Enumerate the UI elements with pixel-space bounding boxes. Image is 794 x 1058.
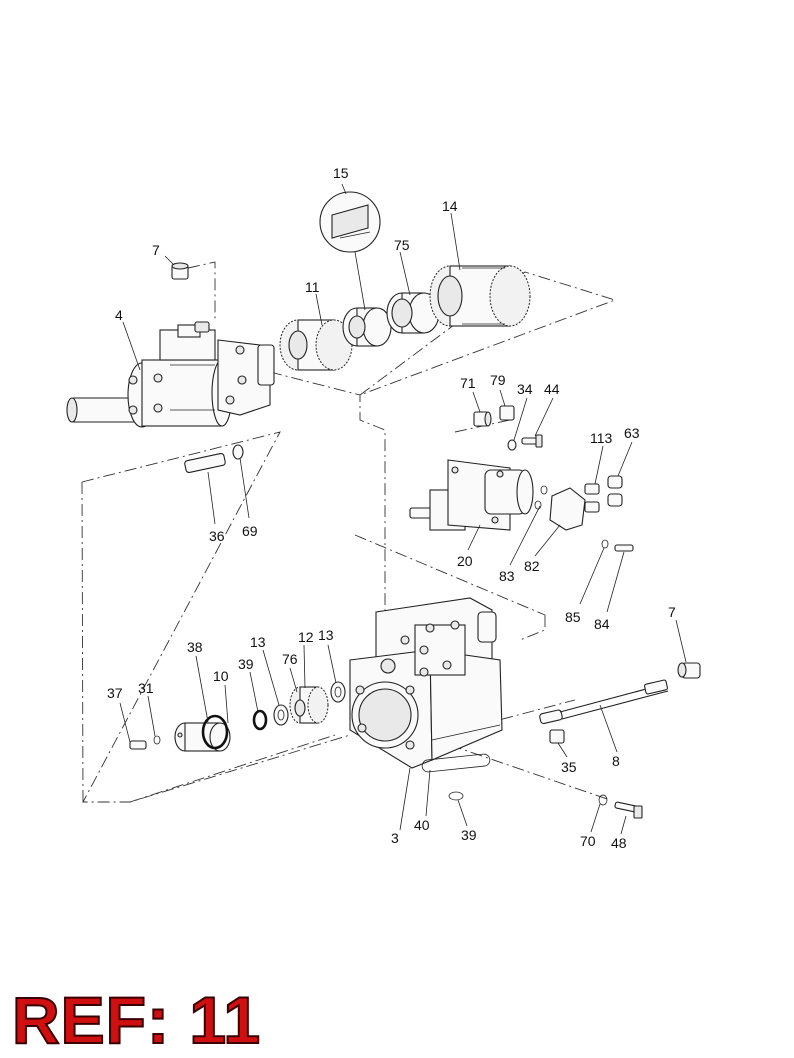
callout-11: 11 xyxy=(305,279,320,295)
callout-79: 79 xyxy=(490,372,506,388)
part-83-o-rings xyxy=(534,485,548,510)
part-75-ring xyxy=(386,292,440,334)
part-79-fitting xyxy=(499,405,515,421)
callout-63: 63 xyxy=(624,425,640,441)
callout-84: 84 xyxy=(594,616,610,632)
part-20-motor xyxy=(409,459,534,531)
part-34-washer xyxy=(507,439,517,451)
callout-40: 40 xyxy=(414,817,430,833)
callout-48: 48 xyxy=(611,835,627,851)
part-63-caps xyxy=(607,475,623,507)
part-38-o-ring xyxy=(201,714,229,750)
callout-8: 8 xyxy=(612,753,620,769)
part-82-valve-block xyxy=(549,487,586,531)
callout-39-left: 39 xyxy=(238,656,254,672)
part-15-bushing xyxy=(342,307,392,347)
callout-10: 10 xyxy=(213,668,229,684)
part-14-spline-gear xyxy=(429,265,531,327)
part-69-washer xyxy=(232,444,244,460)
callout-38: 38 xyxy=(187,639,203,655)
part-11-spline-sleeve xyxy=(279,319,353,371)
callout-31: 31 xyxy=(138,680,154,696)
part-113-fittings xyxy=(584,483,600,513)
callout-39-bottom: 39 xyxy=(461,827,477,843)
callout-35: 35 xyxy=(561,759,577,775)
part-13-washer-left xyxy=(273,704,289,726)
callout-3: 3 xyxy=(391,830,399,846)
part-7-plug-top xyxy=(171,262,189,280)
part-7-plug-right xyxy=(677,662,701,679)
callout-13-right: 13 xyxy=(318,627,334,643)
callout-83: 83 xyxy=(499,568,515,584)
part-10-cap xyxy=(174,722,231,752)
ref-label: REF: 11 xyxy=(11,982,262,1058)
callout-75: 75 xyxy=(394,237,410,253)
callout-70: 70 xyxy=(580,833,596,849)
callout-13-left: 13 xyxy=(250,634,266,650)
callout-labels: 15 14 7 75 11 4 71 79 34 44 113 63 36 69… xyxy=(107,165,676,851)
part-70-washer xyxy=(598,794,608,806)
part-39-o-ring-left xyxy=(252,709,268,731)
part-36-pin xyxy=(184,452,226,474)
leader-lines xyxy=(119,183,687,835)
part-8-rod xyxy=(539,679,669,725)
callout-15: 15 xyxy=(333,165,349,181)
callout-69: 69 xyxy=(242,523,258,539)
callout-82: 82 xyxy=(524,558,540,574)
part-3-housing xyxy=(349,597,503,769)
callout-85: 85 xyxy=(565,609,581,625)
part-37-bolt xyxy=(129,740,147,750)
callout-71: 71 xyxy=(460,375,476,391)
callout-113: 113 xyxy=(590,430,613,446)
part-40-gasket xyxy=(421,753,491,773)
part-12-gear xyxy=(289,686,329,724)
callout-7-top: 7 xyxy=(152,242,160,258)
part-85-washer xyxy=(601,539,609,549)
part-4-shaft-assembly xyxy=(66,321,275,428)
part-31-washer xyxy=(153,735,161,745)
callout-4: 4 xyxy=(115,307,123,323)
part-44-bolt xyxy=(521,434,543,448)
callout-20: 20 xyxy=(457,553,473,569)
callout-7-right: 7 xyxy=(668,604,676,620)
part-35-nut xyxy=(549,729,565,744)
part-84-screw xyxy=(614,544,634,552)
part-39-o-ring-bottom xyxy=(448,791,464,801)
callout-36: 36 xyxy=(209,528,225,544)
part-13-washer-right xyxy=(330,681,346,703)
part-48-bolt xyxy=(614,801,643,819)
part-71-fitting xyxy=(473,411,492,427)
callout-37: 37 xyxy=(107,685,123,701)
callout-34: 34 xyxy=(517,381,533,397)
callout-76: 76 xyxy=(282,651,298,667)
part-15-detail-inset xyxy=(319,191,381,253)
callout-12: 12 xyxy=(298,629,314,645)
callout-44: 44 xyxy=(544,381,560,397)
callout-14: 14 xyxy=(442,198,458,214)
